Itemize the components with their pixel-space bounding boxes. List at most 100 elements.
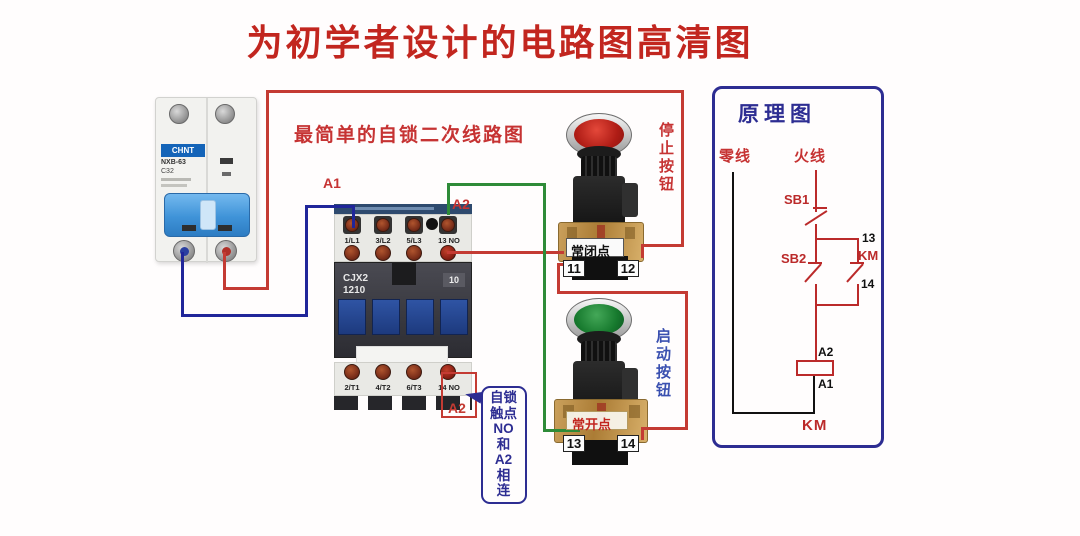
wire-red-to-t14-h bbox=[641, 427, 688, 430]
contactor-screw-row2-2 bbox=[375, 245, 391, 261]
breaker-handle-pin bbox=[200, 200, 216, 230]
contactor-screw-6t3 bbox=[406, 364, 422, 380]
a2-terminal-highlight-label: A2 bbox=[448, 400, 466, 416]
wire-red-top-run bbox=[266, 90, 684, 93]
contactor-top-label-4: 13 NO bbox=[438, 236, 460, 245]
contactor-top-label-2: 3/L2 bbox=[375, 236, 391, 245]
contactor-top-edge bbox=[334, 204, 472, 214]
start-button-name-label: 启动按钮 bbox=[654, 328, 671, 400]
contactor-bottom-label-3: 6/T3 bbox=[406, 383, 422, 392]
contactor-screw-5l3 bbox=[407, 218, 421, 232]
schematic-live-v2 bbox=[815, 224, 817, 262]
start-button-cap bbox=[574, 304, 624, 335]
breaker-rating-text: C32 bbox=[161, 168, 174, 175]
contactor-center-tab bbox=[392, 263, 416, 285]
breaker-top-screw-right bbox=[215, 104, 235, 124]
contactor-top-label-3: 5/L3 bbox=[406, 236, 422, 245]
stop-terminal-11: 11 bbox=[563, 260, 585, 277]
stop-contact-mark-2 bbox=[625, 227, 635, 239]
schematic-neutral-line bbox=[732, 172, 734, 414]
selflock-callout-text: 自锁 触点 NO 和 A2 相 连 bbox=[490, 390, 517, 498]
contactor-screw-2t1 bbox=[344, 364, 360, 380]
wire-blue-h2 bbox=[305, 205, 355, 208]
wire-blue-v2 bbox=[305, 205, 308, 317]
schematic-branch-top bbox=[815, 238, 859, 240]
breaker-bottom-terminal-right bbox=[215, 240, 237, 262]
stop-contact-mark-1 bbox=[567, 227, 577, 239]
schematic-box bbox=[712, 86, 884, 448]
breaker-terminal-right-wire-core bbox=[222, 247, 231, 256]
contactor-screw-4t2 bbox=[375, 364, 391, 380]
stop-terminal-12: 12 bbox=[617, 260, 639, 277]
stop-button-body bbox=[573, 176, 625, 228]
diagram-subtitle: 最简单的自锁二次线路图 bbox=[294, 125, 526, 146]
contactor-screw-row2-1 bbox=[344, 245, 360, 261]
schematic-bottom-return bbox=[732, 412, 815, 414]
contactor-aux-code-patch: 10 bbox=[443, 273, 465, 287]
wire-red-v2 bbox=[266, 90, 269, 289]
stop-button: 常闭点 11 12 bbox=[550, 110, 660, 280]
stop-button-name-label: 停止按钮 bbox=[657, 122, 674, 194]
contactor-screw-3l2 bbox=[376, 218, 390, 232]
schematic-km-branch-v2 bbox=[857, 284, 859, 306]
selflock-callout-bubble: 自锁 触点 NO 和 A2 相 连 bbox=[481, 386, 527, 504]
contactor-top-edge-mark bbox=[354, 207, 434, 210]
start-button-contact-label: 常开点 bbox=[572, 417, 612, 432]
schematic-sb2-label: SB2 bbox=[781, 251, 807, 266]
contactor-top-label-1: 1/L1 bbox=[344, 236, 360, 245]
contactor-bottom-label-1: 2/T1 bbox=[344, 383, 360, 392]
wire-green-v1 bbox=[447, 183, 450, 215]
contactor-bottom-label-2: 4/T2 bbox=[375, 383, 391, 392]
breaker-top-screw-left bbox=[169, 104, 189, 124]
stop-contact-mark-3 bbox=[597, 225, 605, 241]
schematic-live-label: 火线 bbox=[794, 148, 827, 165]
coil-a1-wire-label: A1 bbox=[323, 175, 341, 191]
contactor-screw-13no bbox=[441, 218, 455, 232]
schematic-branch-bottom bbox=[815, 304, 859, 306]
wire-red-h3 bbox=[557, 291, 688, 294]
contactor-mount-hole bbox=[426, 218, 438, 230]
breaker-terminal-left-wire-core bbox=[180, 247, 189, 256]
schematic-13-label: 13 bbox=[862, 231, 876, 245]
breaker-fineprint-bar-1 bbox=[161, 178, 191, 181]
breaker-right-pole-mark-1 bbox=[220, 158, 233, 164]
stop-button-contact-label: 常闭点 bbox=[571, 244, 611, 259]
contactor-blue-window-3 bbox=[406, 299, 434, 335]
stop-button-cap bbox=[574, 119, 624, 150]
breaker-slot-right bbox=[218, 225, 232, 231]
circuit-breaker: CHNT NXB-63 C32 bbox=[155, 97, 257, 263]
wire-red-to-t12-v bbox=[641, 244, 644, 258]
contactor-blue-window-4 bbox=[440, 299, 468, 335]
start-button-contact-label-box: 常开点 bbox=[566, 411, 628, 432]
schematic-14-label: 14 bbox=[861, 277, 875, 291]
wire-red-node-h bbox=[447, 251, 564, 254]
breaker-bottom-terminal-left bbox=[173, 240, 195, 262]
wire-red-v4 bbox=[557, 263, 560, 294]
stop-button-contact-label-box: 常闭点 bbox=[566, 238, 624, 259]
start-contact-mark-2 bbox=[629, 405, 640, 418]
wire-blue-v1 bbox=[181, 252, 184, 316]
a2-terminal-highlight-box: A2 bbox=[441, 372, 477, 418]
wire-red-to-t12-h bbox=[641, 244, 684, 247]
wire-red-v5 bbox=[685, 291, 688, 430]
schematic-km-branch-v1 bbox=[857, 238, 859, 262]
contactor-blue-window-2 bbox=[372, 299, 400, 335]
schematic-neutral-label: 零线 bbox=[719, 148, 752, 165]
contactor-screw-row2-3 bbox=[406, 245, 422, 261]
stop-button-latch bbox=[622, 183, 638, 217]
contactor-model-1: CJX2 bbox=[343, 273, 369, 284]
page-title: 为初学者设计的电路图高清图 bbox=[246, 22, 754, 63]
breaker-pole-seam bbox=[206, 98, 208, 263]
contactor-blue-window-1 bbox=[338, 299, 366, 335]
contactor-feet bbox=[334, 396, 472, 410]
breaker-model-text: NXB-63 bbox=[161, 159, 186, 166]
schematic-coil-a1-label: A1 bbox=[818, 377, 834, 391]
start-button-latch bbox=[622, 368, 638, 402]
start-terminal-14: 14 bbox=[617, 435, 639, 452]
schematic-coil-bottom-lead bbox=[813, 376, 815, 414]
schematic-km-aux-label: KM bbox=[858, 248, 879, 263]
wire-blue-v3 bbox=[352, 205, 355, 228]
contactor-body: CJX2 1210 10 bbox=[334, 262, 472, 358]
breaker-handle bbox=[164, 193, 250, 237]
start-terminal-13: 13 bbox=[563, 435, 585, 452]
